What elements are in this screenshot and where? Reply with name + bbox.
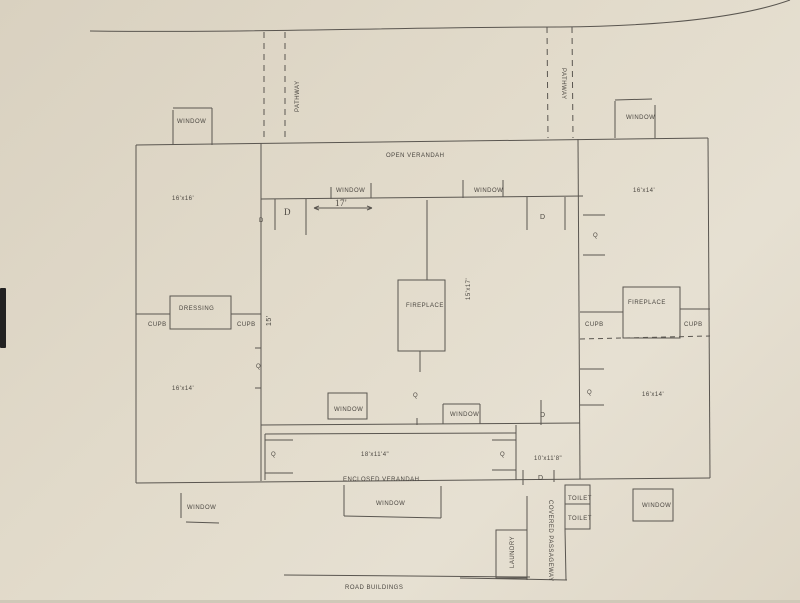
top-left-room-dims: 16'x16' <box>172 196 195 202</box>
toilet-1-label: TOILET <box>568 496 592 502</box>
dressing-label: DRESSING <box>179 306 215 312</box>
road-buildings-label: ROAD BUILDINGS <box>345 585 404 591</box>
window-bottom-right-shape <box>632 488 674 522</box>
window-hall-2-label: WINDOW <box>450 412 480 418</box>
door-mark: D <box>284 207 291 217</box>
toilet-2-label: TOILET <box>568 516 592 522</box>
covered-passageway-label: COVERED PASSAGEWAY <box>547 500 553 582</box>
door-mark: Q <box>500 452 506 458</box>
right-cupboard-2: CUPB <box>684 322 703 328</box>
window-top-left-shape <box>172 107 213 145</box>
window-verandah-1-label: WINDOW <box>336 188 366 194</box>
left-cupboard-1: CUPB <box>148 322 167 328</box>
small-room-dims: 10'x11'8" <box>534 456 563 462</box>
right-room-dims: 16'x14' <box>642 392 665 398</box>
door-mark: Q <box>413 393 419 399</box>
door-mark: Q <box>256 364 262 370</box>
pathway-right-label: PATHWAY <box>560 68 566 100</box>
door-mark: Q <box>593 233 599 239</box>
laundry-label: LAUNDRY <box>510 535 516 568</box>
fireplace-right-label: FIREPLACE <box>628 300 666 306</box>
window-bottom-center-label: WINDOW <box>376 501 406 507</box>
binder-clip <box>0 288 6 348</box>
window-hall-1-label: WINDOW <box>334 407 364 413</box>
window-verandah-2-label: WINDOW <box>474 188 504 194</box>
open-verandah-label: OPEN VERANDAH <box>386 153 445 159</box>
top-right-room-dims: 16'x14' <box>633 188 656 194</box>
window-top-right-shape <box>614 98 656 138</box>
photo-edge <box>0 600 800 603</box>
window-bottom-center-shape <box>343 485 442 519</box>
window-bottom-left-label: WINDOW <box>187 505 217 511</box>
pathway-left-label: PATHWAY <box>295 80 301 112</box>
door-mark: D <box>540 214 546 221</box>
door-mark: D <box>540 412 546 419</box>
window-top-right-label: WINDOW <box>626 115 656 121</box>
door-mark: Q <box>587 390 593 396</box>
window-top-left-label: WINDOW <box>177 119 207 125</box>
left-room-dims: 16'x14' <box>172 386 195 392</box>
hall-diag-dims: 15'x17' <box>466 277 472 300</box>
door-mark: D <box>259 218 264 224</box>
enclosed-room-dims: 18'x11'4" <box>361 452 390 458</box>
fireplace-center-label: FIREPLACE <box>406 303 444 309</box>
door-mark: Q <box>271 452 277 458</box>
right-cupboard-1: CUPB <box>585 322 604 328</box>
door-mark: D <box>538 475 544 482</box>
window-bottom-left-shape <box>180 493 220 524</box>
hall-width-dim: 15' <box>266 315 273 326</box>
road-line <box>89 0 791 32</box>
dimension-arrow <box>313 205 373 211</box>
enclosed-verandah-label: ENCLOSED VERANDAH <box>343 477 420 483</box>
pathway-right <box>546 26 574 139</box>
hall-length-dim: 17' <box>335 198 348 208</box>
window-bottom-right-label: WINDOW <box>642 503 672 509</box>
pathway-left <box>263 32 286 140</box>
left-cupboard-2: CUPB <box>237 322 256 328</box>
